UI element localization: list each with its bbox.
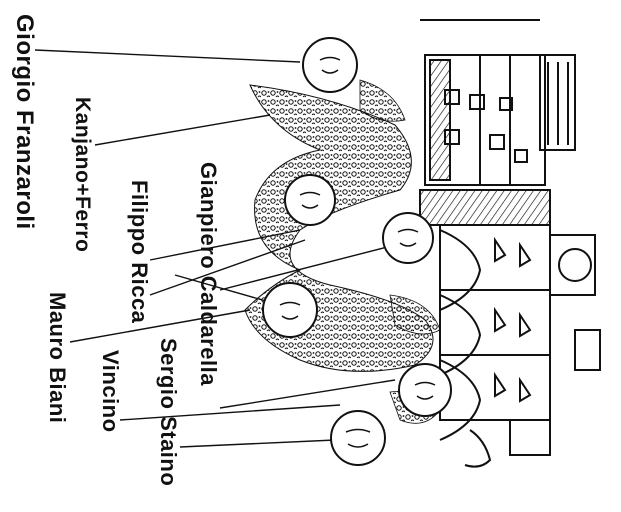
- label-filippo-ricca: Filippo Ricca: [127, 180, 152, 324]
- highlight-circles: [262, 37, 452, 466]
- label-kanjano-ferro: Kanjano+Ferro: [71, 97, 94, 253]
- faces-in-circles: [279, 56, 436, 448]
- label-giorgio-franzaroli: Giorgio Franzaroli: [11, 14, 38, 230]
- label-vincino: Vincino: [98, 350, 123, 433]
- label-sergio-staino: Sergio Staino: [156, 338, 181, 487]
- label-gianpiero-caldarella: Gianpiero Caldarella: [196, 162, 221, 386]
- leader-lines: [34, 49, 396, 448]
- label-mauro-biani: Mauro Biani: [45, 292, 70, 424]
- buildings: [419, 19, 601, 468]
